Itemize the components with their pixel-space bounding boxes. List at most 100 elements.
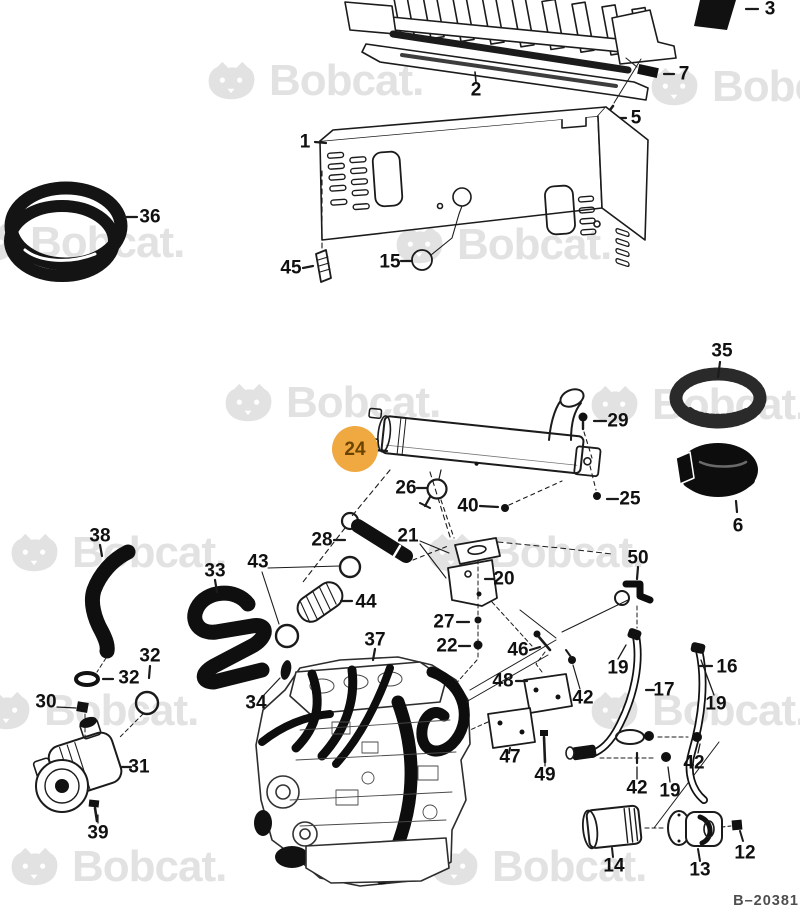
bobcat-watermark: Bobcat. [8,842,227,892]
part-bolt-29-drawing [578,412,608,459]
callout-40[interactable]: 40 [457,495,479,517]
callout-16[interactable]: 16 [716,656,738,678]
part-rear-panel-drawing [313,106,649,268]
callout-43[interactable]: 43 [247,551,269,573]
watermark-text: Bobcat. [489,528,644,577]
part-wire-loom-35-drawing [669,360,767,429]
part-tube-17-drawing [565,632,656,761]
part-link-row-lower-drawing [599,751,671,783]
part-filter-31-drawing [32,716,133,813]
part-rubber-coil-6-drawing [675,443,758,514]
bobcat-watermark: Bobcat. [588,686,800,736]
callout-42c[interactable]: 42 [626,777,648,799]
callout-45[interactable]: 45 [280,257,302,279]
callout-39[interactable]: 39 [87,822,109,844]
part-mesh-tube-44-drawing [296,581,354,624]
callout-19c[interactable]: 19 [659,780,681,802]
part-hose-33-drawing [187,578,272,690]
callout-26[interactable]: 26 [395,477,417,499]
part-fitting-19b-drawing [700,659,715,696]
callout-42b[interactable]: 42 [683,752,705,774]
part-orings-43-drawing [261,555,362,649]
bobcat-watermark: Bobcat. [0,686,199,736]
callout-2[interactable]: 2 [470,79,482,101]
part-seal-strip-drawing [694,0,760,30]
part-bolt-40-drawing [478,480,563,512]
callout-19b[interactable]: 19 [705,693,727,715]
part-hose-28-drawing [332,511,449,563]
callout-31[interactable]: 31 [128,756,150,778]
part-bolt-49-drawing [540,730,548,767]
callout-50[interactable]: 50 [627,547,649,569]
callout-37[interactable]: 37 [364,629,386,651]
callout-22[interactable]: 22 [436,635,458,657]
callout-32b[interactable]: 32 [139,645,161,667]
callout-21[interactable]: 21 [397,525,419,547]
callout-49[interactable]: 49 [534,764,556,786]
part-hose-38-drawing [84,543,136,673]
part-tube-16-drawing [685,642,714,804]
part-fitting-42a-drawing [565,649,581,690]
callout-47[interactable]: 47 [499,746,521,768]
callout-33[interactable]: 33 [204,560,226,582]
callout-19a[interactable]: 19 [607,657,629,679]
watermark-text: Bobcat. [652,686,800,735]
callout-35[interactable]: 35 [711,340,733,362]
bobcat-watermark: Bobcat. [425,528,644,578]
callout-24[interactable]: 24 [332,426,378,472]
bobcat-watermark: Bobcat. [428,842,647,892]
part-bolt-46-drawing [528,630,552,673]
callout-5[interactable]: 5 [630,107,642,129]
part-oil-filter-14-drawing [581,804,667,858]
callout-29[interactable]: 29 [607,410,629,432]
callout-48[interactable]: 48 [492,670,514,692]
drawing-code: B–20381 [733,893,799,909]
part-plate-48-drawing [514,673,573,714]
callout-13[interactable]: 13 [689,859,711,881]
bobcat-watermark: Bobcat. [393,220,612,270]
watermark-text: Bobcat. [457,220,612,269]
part-engine-37-drawing [254,647,471,887]
callout-20[interactable]: 20 [493,568,515,590]
part-fitting-50-drawing [614,565,654,629]
callout-15[interactable]: 15 [379,251,401,273]
callout-27[interactable]: 27 [433,611,455,633]
part-pump-13-drawing [667,810,723,862]
part-oring-34-drawing [262,660,292,697]
callout-30[interactable]: 30 [35,691,57,713]
part-oring-32b-drawing [119,664,160,738]
part-bolt-39-drawing [88,799,100,824]
part-bracket-20-drawing [477,559,496,601]
callout-7[interactable]: 7 [678,63,690,85]
callout-42a[interactable]: 42 [572,687,594,709]
callout-1[interactable]: 1 [299,131,311,153]
callout-38[interactable]: 38 [89,525,111,547]
part-pin-45-drawing [301,169,332,283]
callout-3[interactable]: 3 [764,0,776,20]
callout-44[interactable]: 44 [355,591,377,613]
part-pad-drawing [625,57,676,78]
part-bolt-12-drawing [721,819,744,842]
callout-46[interactable]: 46 [507,639,529,661]
callout-34[interactable]: 34 [245,692,267,714]
part-muffler-24-drawing [365,388,602,478]
callout-36[interactable]: 36 [139,206,161,228]
part-coil-hose-36-drawing [4,181,139,282]
callout-12[interactable]: 12 [734,842,756,864]
part-oring-32a-drawing [74,671,115,687]
part-plate-47-drawing [469,707,536,754]
bobcat-watermark: Bobcat. [648,62,800,112]
part-plug-15-drawing [399,205,463,271]
callout-6[interactable]: 6 [732,515,744,537]
callout-32a[interactable]: 32 [118,667,140,689]
callout-28[interactable]: 28 [311,529,333,551]
watermark-text: Bobcat. [712,62,800,111]
callout-14[interactable]: 14 [603,855,625,877]
callout-25[interactable]: 25 [619,488,641,510]
part-link-row-upper-drawing [615,729,702,754]
callout-17[interactable]: 17 [653,679,675,701]
